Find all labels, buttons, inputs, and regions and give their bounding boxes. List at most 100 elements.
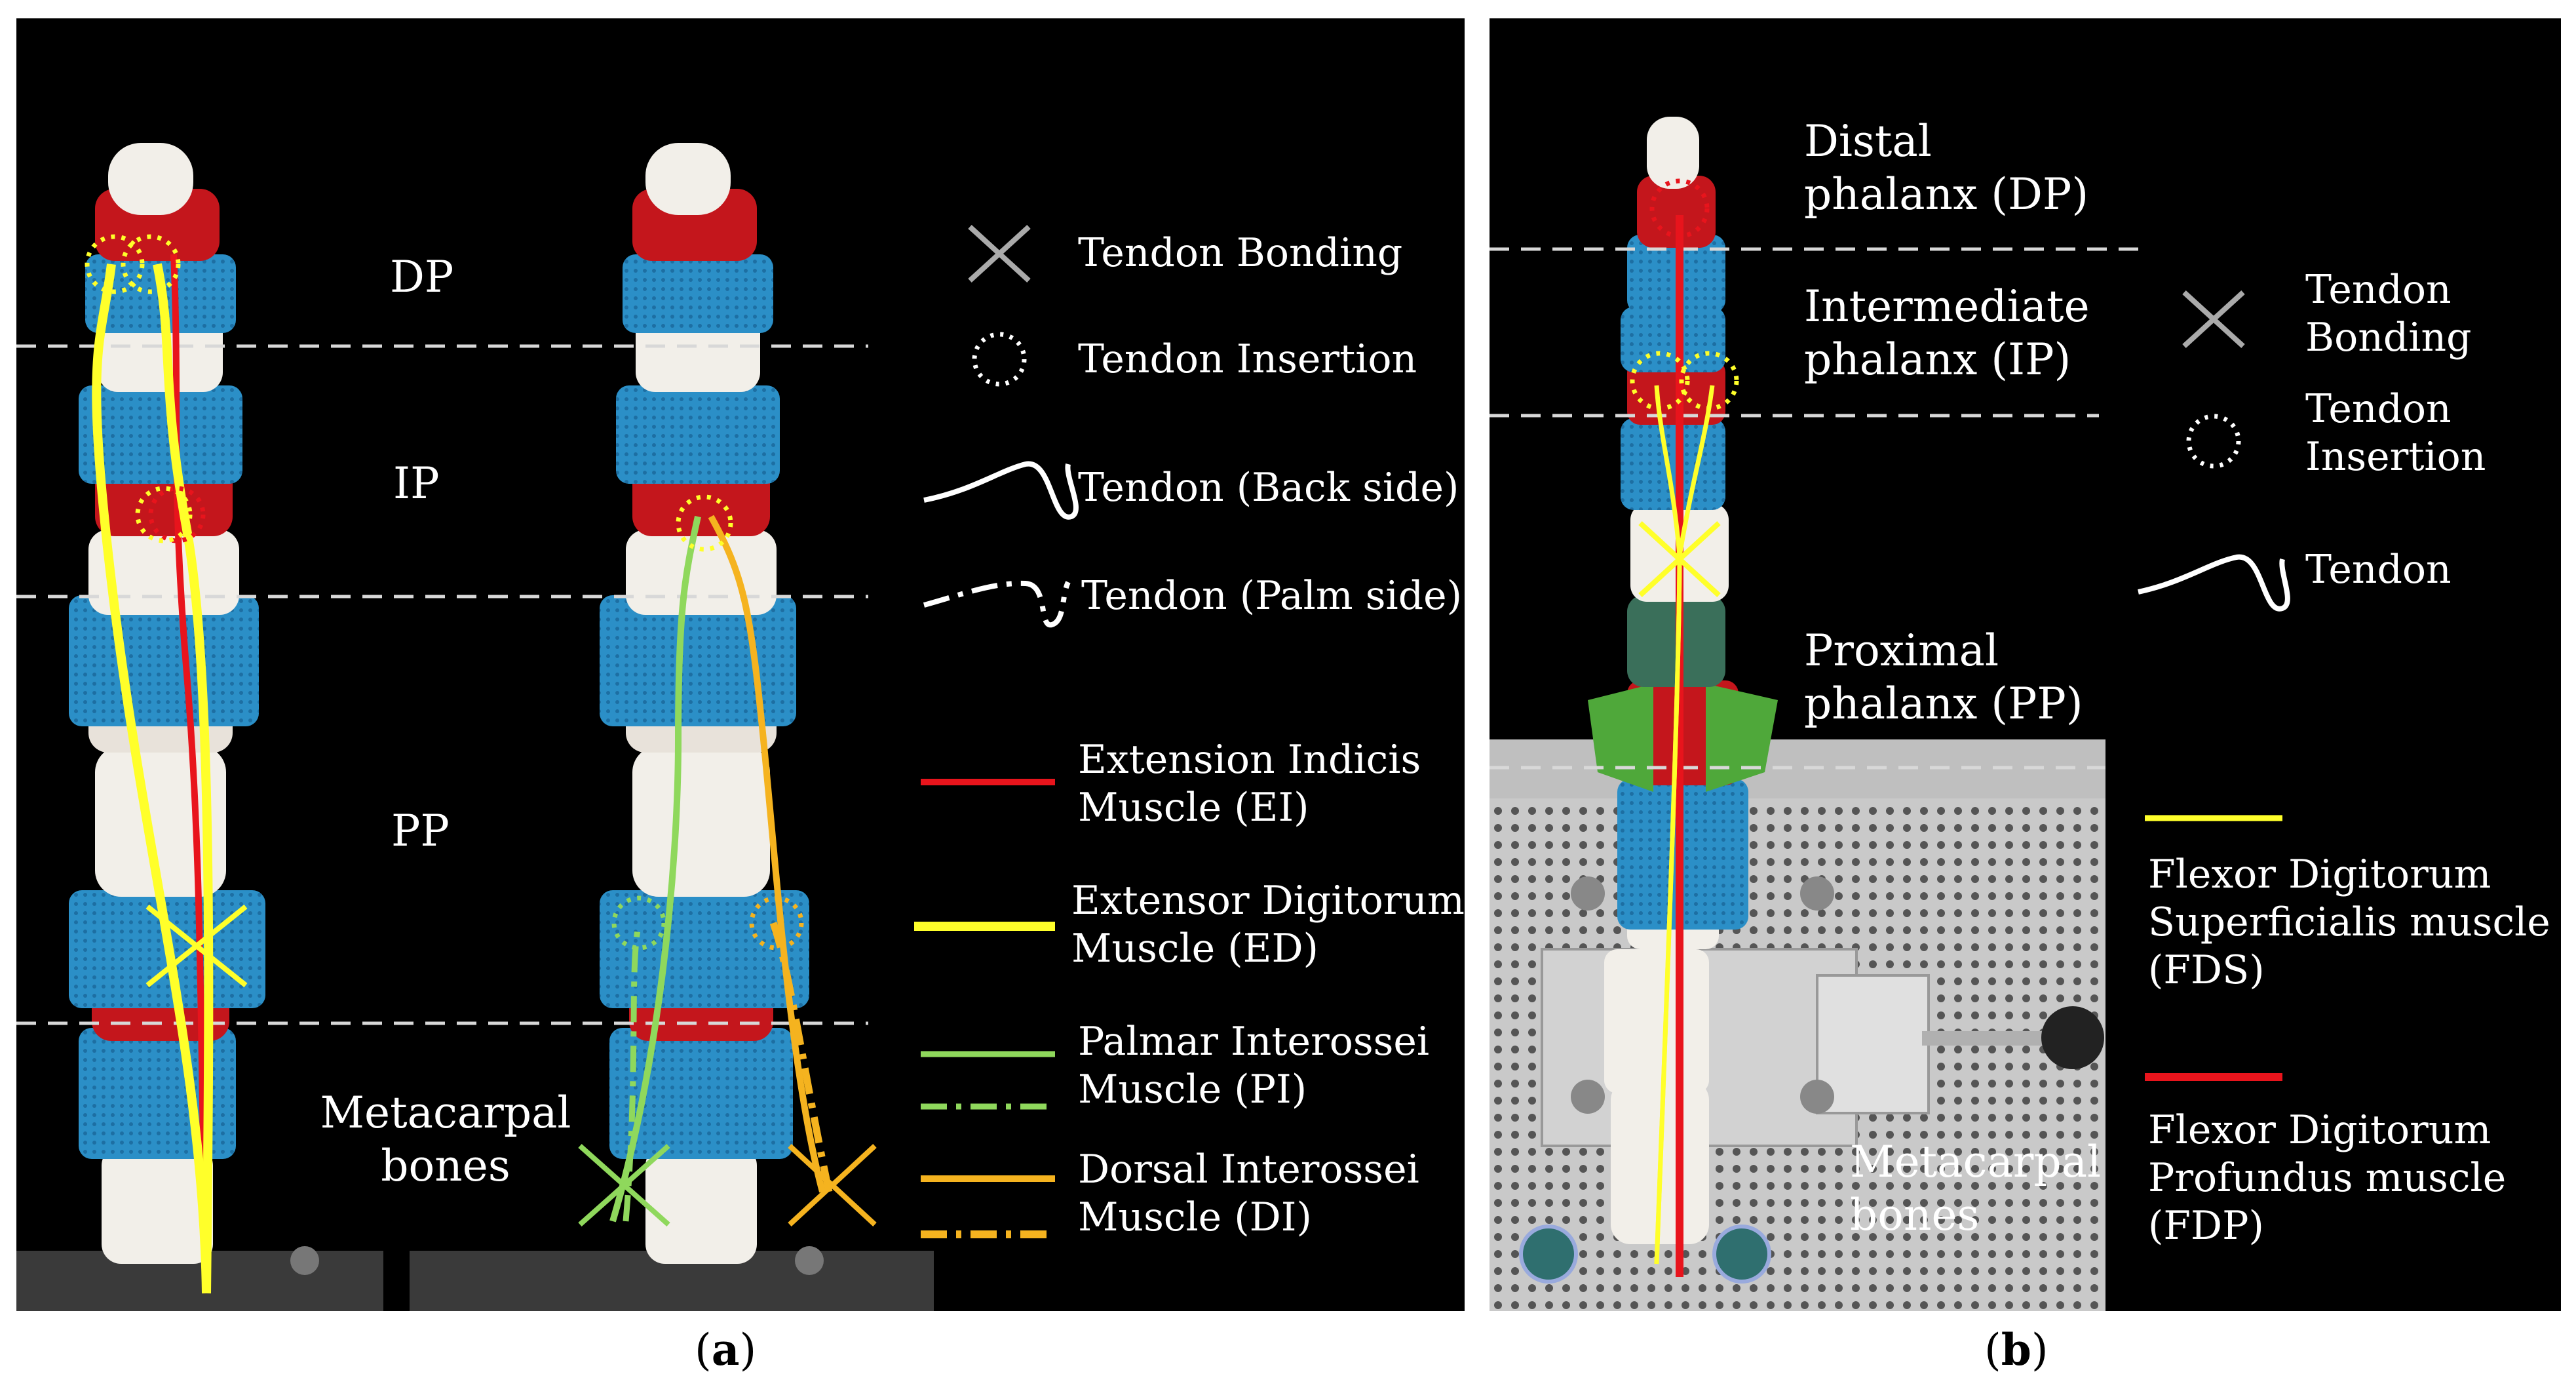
- legend-bonding-label: Tendon Bonding: [2305, 266, 2472, 362]
- insertion-marker: [676, 494, 733, 552]
- metacarpal-label-line1: Metacarpal: [320, 1088, 571, 1138]
- insertion-marker: [121, 234, 181, 294]
- legend-ei-line1: Extension Indicis: [1078, 737, 1421, 783]
- insertion-marker: [1649, 178, 1710, 239]
- legend-ed-label: Extensor Digitorum Muscle (ED): [1071, 877, 1465, 973]
- caption-a: (a): [695, 1324, 757, 1375]
- legend-bonding-line2: Bonding: [2305, 315, 2472, 361]
- insertion-marker: [611, 895, 666, 951]
- legend-fds-label: Flexor Digitorum Superficialis muscle (F…: [2148, 851, 2550, 995]
- legend-ed-line1: Extensor Digitorum: [1071, 878, 1465, 924]
- metacarpal-label-line2: bones: [1850, 1189, 1980, 1240]
- legend-insertion-line2: Insertion: [2305, 434, 2486, 481]
- zone-label-pp: PP: [391, 806, 450, 856]
- legend-di-line2: Muscle (DI): [1078, 1194, 1312, 1241]
- rig-frame: [1490, 739, 2105, 798]
- ip-label-line2: phalanx (IP): [1804, 334, 2071, 385]
- insertion-marker: [749, 895, 804, 951]
- di-tendon: [708, 515, 826, 1193]
- legend-pi-label: Palmar Interossei Muscle (PI): [1078, 1018, 1429, 1114]
- metacarpal-label-line1: Metacarpal: [1850, 1137, 2102, 1187]
- legend-pi-line2: Muscle (PI): [1078, 1067, 1307, 1113]
- legend-palm-tendon-symbol: [923, 580, 1071, 628]
- legend-fdp-line3: (FDP): [2148, 1203, 2264, 1249]
- zone-label-metacarpal: Metacarpal bones: [308, 1087, 583, 1192]
- bolt: [1800, 876, 1834, 911]
- legend-ed-line2: Muscle (ED): [1071, 926, 1318, 972]
- legend-pi-line1: Palmar Interossei: [1078, 1019, 1430, 1065]
- clamp-jaw: [1816, 974, 1930, 1114]
- caption-a-letter: a: [711, 1324, 740, 1375]
- legend-bonding-symbol: [2182, 290, 2245, 348]
- legend-bonding-label: Tendon Bonding: [1078, 230, 1403, 276]
- legend-bonding-symbol: [968, 225, 1031, 283]
- zone-label-ip: Intermediate phalanx (IP): [1804, 281, 2090, 386]
- clamp-screw: [1922, 1031, 2066, 1046]
- legend-tendon-label: Tendon: [2305, 547, 2451, 593]
- insertion-marker: [1679, 351, 1739, 411]
- insertion-marker: [135, 486, 193, 543]
- zone-label-ip: IP: [393, 458, 440, 509]
- bolt: [1571, 876, 1605, 911]
- bonding-marker: [578, 1144, 670, 1226]
- legend-back-label: Tendon (Back side): [1078, 465, 1459, 511]
- zone-label-dp: DP: [390, 252, 454, 302]
- legend-ei-line2: Muscle (EI): [1078, 785, 1309, 831]
- fds-tendon-right: [1654, 385, 1715, 1265]
- insertion-marker: [1630, 351, 1690, 411]
- pulley: [1519, 1225, 1578, 1284]
- pi-tendon: [609, 515, 701, 1223]
- legend-bonding-line1: Tendon: [2305, 267, 2451, 313]
- legend-insertion-label: Tendon Insertion: [2305, 385, 2486, 481]
- legend-di-label: Dorsal Interossei Muscle (DI): [1078, 1146, 1419, 1242]
- screw-head: [795, 1246, 824, 1275]
- fdp-tendon: [1674, 214, 1683, 1278]
- ip-label-line1: Intermediate: [1804, 281, 2090, 332]
- bonding-marker: [788, 1144, 877, 1226]
- pp-label-line2: phalanx (PP): [1804, 678, 2083, 729]
- pi-tendon-palm: [623, 922, 642, 1222]
- dp-label-line1: Distal: [1804, 116, 1932, 167]
- bolt: [1571, 1080, 1605, 1114]
- ed-tendon-left: [92, 264, 211, 1294]
- legend-fds-line3: (FDS): [2148, 947, 2265, 994]
- legend-fdp-label: Flexor Digitorum Profundus muscle (FDP): [2148, 1107, 2506, 1251]
- panel-a-drawing: [16, 143, 1079, 1311]
- legend-fds-line1: Flexor Digitorum: [2148, 852, 2491, 897]
- legend-fds-line2: Superficialis muscle: [2148, 899, 2550, 946]
- legend-insertion-symbol: [972, 332, 1027, 387]
- legend-insertion-symbol: [2186, 414, 2241, 469]
- zone-separators: [16, 344, 868, 1025]
- pulley: [1712, 1225, 1771, 1284]
- pp-label-line1: Proximal: [1804, 625, 1999, 676]
- legend-insertion-label: Tendon Insertion: [1078, 336, 1417, 382]
- bonding-marker: [145, 904, 248, 988]
- bonding-marker: [1638, 521, 1721, 597]
- screw-head: [290, 1246, 319, 1275]
- dp-label-line2: phalanx (DP): [1804, 168, 2089, 220]
- di-tendon-palm: [769, 922, 833, 1193]
- clamp-knob: [2041, 1006, 2104, 1069]
- legend-tendon-symbol: [2138, 554, 2290, 612]
- legend-insertion-line1: Tendon: [2305, 386, 2451, 432]
- caption-b: (b): [1984, 1324, 2048, 1375]
- panel-b: Distal phalanx (DP) Intermediate phalanx…: [1490, 18, 2561, 1311]
- insertion-marker: [85, 234, 145, 294]
- legend-back-tendon-symbol: [923, 461, 1079, 520]
- caption-b-letter: b: [2001, 1324, 2031, 1375]
- panel-a: DP IP PP Metacarpal bones Tendon Bonding…: [16, 18, 1465, 1311]
- finger-model-right: [600, 143, 809, 1264]
- legend-fdp-line2: Profundus muscle: [2148, 1155, 2507, 1202]
- legend-ei-label: Extension Indicis Muscle (EI): [1078, 736, 1421, 832]
- legend-fdp-line1: Flexor Digitorum: [2148, 1107, 2491, 1153]
- zone-separators: [1490, 247, 2145, 770]
- panel-b-drawing: [1490, 117, 2290, 1311]
- zone-label-metacarpal: Metacarpal bones: [1850, 1136, 2101, 1242]
- ed-tendon-right: [153, 263, 214, 1294]
- zone-label-dp: Distal phalanx (DP): [1804, 115, 2088, 221]
- metacarpal-label-line2: bones: [381, 1140, 510, 1191]
- bolt: [1800, 1080, 1834, 1114]
- zone-label-pp: Proximal phalanx (PP): [1804, 625, 2083, 730]
- insertion-marker: [148, 486, 206, 543]
- legend-di-line1: Dorsal Interossei: [1078, 1147, 1419, 1192]
